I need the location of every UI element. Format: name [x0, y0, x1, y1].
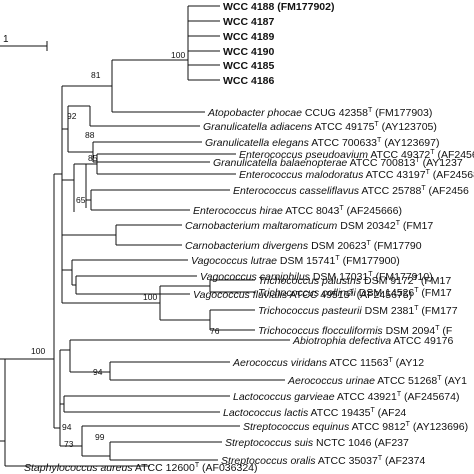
- bootstrap-bs-gran2: 88: [85, 130, 95, 140]
- bootstrap-bs-strep3: 99: [95, 432, 105, 442]
- taxon-label: Trichococcus pasteurii DSM 2381T (FM177: [258, 305, 458, 317]
- taxon-label: Vagococcus fluvialis ATCC 49515T (AF2456…: [193, 289, 412, 301]
- taxon-labels: WCC 4188 (FM177902) WCC 4187 WCC 4189 WC…: [24, 1, 474, 474]
- scale-bar: 1: [0, 34, 48, 51]
- taxon-label: WCC 4187: [223, 16, 275, 28]
- taxon-label: Vagococcus lutrae DSM 15741T (FM177900): [191, 255, 400, 267]
- taxon-label: Streptococcus equinus ATCC 9812T (AY1236…: [243, 421, 468, 433]
- taxon-label: Granulicatella balaenopterae ATCC 700813…: [213, 157, 463, 169]
- taxon-label: WCC 4189: [223, 31, 275, 43]
- bootstrap-bs-ent-pm: 85: [88, 153, 98, 163]
- bootstrap-bs-aero: 94: [93, 367, 103, 377]
- taxon-label: WCC 4190: [223, 46, 275, 58]
- tree-branches: [0, 5, 290, 467]
- taxon-label: Granulicatella adiacens ATCC 49175T (AY1…: [203, 121, 437, 133]
- bootstrap-bs-strep2: 73: [64, 439, 74, 449]
- taxon-label: Enterococcus casseliflavus ATCC 25788T (…: [233, 185, 469, 197]
- taxon-label: Vagococcus carniphilus DSM 17031T (FM177…: [200, 271, 433, 283]
- taxon-label: Carnobacterium divergens DSM 20623T (FM1…: [185, 240, 422, 252]
- bootstrap-bs-strep1: 94: [62, 422, 72, 432]
- taxon-label: Lactococcus garvieae ATCC 43921T (AF2456…: [233, 391, 459, 403]
- bootstrap-bs-root: 100: [31, 346, 45, 356]
- taxon-label: Aerococcus urinae ATCC 51268T (AY1: [287, 375, 467, 387]
- taxon-label: WCC 4185: [223, 60, 275, 72]
- taxon-label: Trichococcus collinsii DSM 14526T (FM17: [258, 287, 452, 299]
- taxon-label: Granulicatella elegans ATCC 700633T (AY1…: [205, 137, 439, 149]
- taxon-label: WCC 4186: [223, 75, 275, 87]
- bootstrap-values: 100 81 92 88 85 65 100 76 100 94 94 73 9…: [31, 50, 220, 449]
- taxon-label: Trichococcus palustris DSM 9172T (FM17: [258, 275, 451, 287]
- taxon-label: Staphylococcus aureus ATCC 12600T (AF036…: [24, 462, 258, 474]
- taxon-label: Lactococcus lactis ATCC 19435T (AF24: [223, 407, 406, 419]
- bootstrap-bs-ent-ch: 65: [76, 195, 86, 205]
- taxon-label: Enterococcus malodoratus ATCC 43197T (AF…: [239, 169, 474, 181]
- bootstrap-bs-wcc: 100: [171, 50, 185, 60]
- taxon-label: Aerococcus viridans ATCC 11563T (AY12: [232, 357, 424, 369]
- bootstrap-bs-tricho: 100: [143, 292, 157, 302]
- taxon-label: Atopobacter phocae CCUG 42358T (FM177903…: [207, 107, 432, 119]
- taxon-label: Streptococcus oralis ATCC 35037T (AF2374: [221, 455, 425, 467]
- taxon-label: WCC 4188 (FM177902): [223, 1, 334, 13]
- bootstrap-bs-gran: 92: [67, 111, 77, 121]
- taxon-label: Enterococcus hirae ATCC 8043T (AF245666): [193, 205, 402, 217]
- scale-bar-label: 1: [3, 34, 9, 45]
- taxon-label: Carnobacterium maltaromaticum DSM 20342T…: [185, 220, 433, 232]
- taxon-label: Streptococcus suis NCTC 1046 (AF237: [225, 437, 409, 449]
- bootstrap-bs-tricho2: 76: [210, 326, 220, 336]
- bootstrap-bs-atop: 81: [91, 70, 101, 80]
- taxon-label: Abiotrophia defectiva ATCC 49176: [292, 335, 453, 347]
- taxon-label: Trichococcus flocculiformis DSM 2094T (F: [258, 325, 452, 337]
- taxon-label: Enterococcus pseudoavium ATCC 49372T (AF…: [239, 149, 474, 161]
